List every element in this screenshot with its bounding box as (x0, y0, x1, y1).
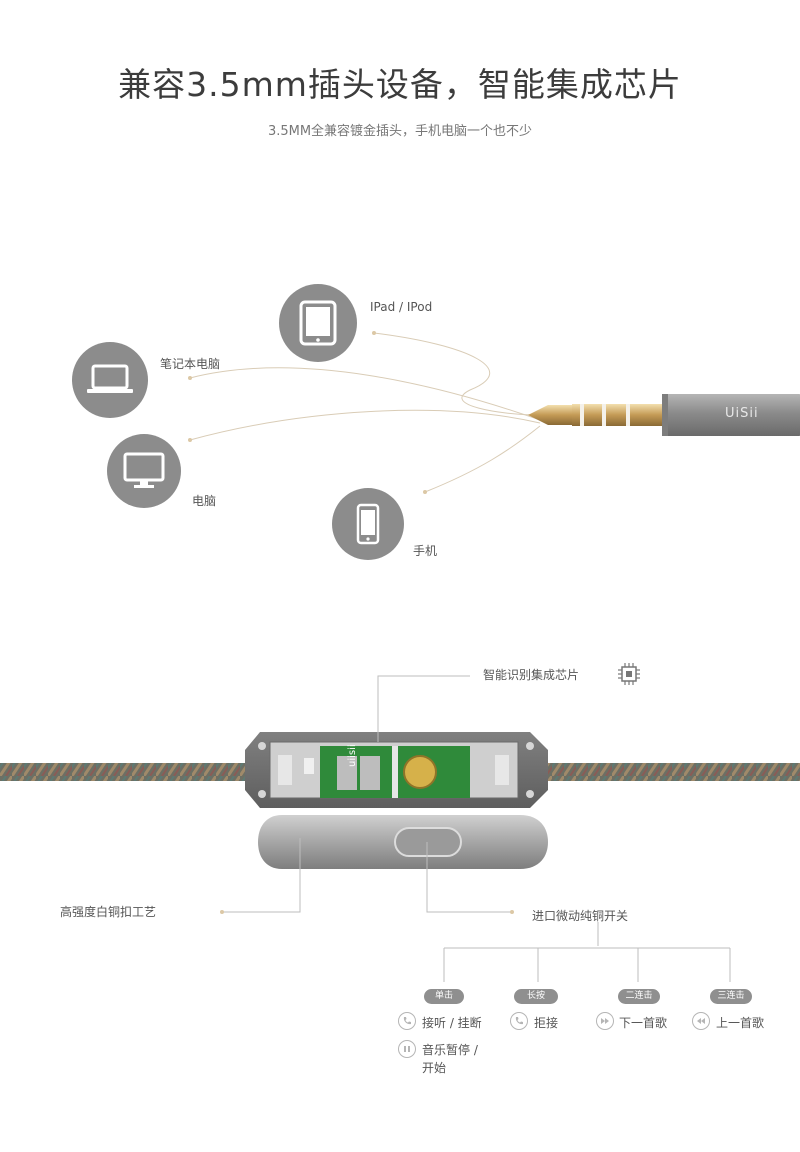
badge-long-press: 长按 (514, 989, 558, 1004)
badge-single-click: 单击 (424, 989, 464, 1004)
audio-jack-plug (528, 394, 800, 436)
tablet-icon (279, 284, 357, 362)
monitor-icon (107, 434, 181, 508)
device-label-ipad: IPad / IPod (370, 300, 433, 314)
remote-control-diagram (0, 675, 800, 946)
craft-callout: 高强度白铜扣工艺 (60, 905, 157, 919)
badge-triple-click: 三连击 (710, 989, 752, 1004)
function-label-prev: 上一首歌 (716, 1016, 765, 1030)
connection-wires (188, 331, 541, 494)
chip-icon (617, 662, 641, 690)
device-label-laptop: 笔记本电脑 (160, 357, 221, 371)
laptop-icon (72, 342, 148, 418)
device-label-desktop: 电脑 (192, 494, 217, 508)
phone-reject-icon (510, 1012, 528, 1030)
phone-icon (332, 488, 404, 560)
device-label-phone: 手机 (413, 544, 438, 558)
function-label-answer: 接听 / 挂断 (422, 1016, 482, 1030)
plug-brand-label: UiSii (725, 406, 759, 421)
phone-answer-icon (398, 1012, 416, 1030)
page-title: 兼容3.5mm插头设备，智能集成芯片 (118, 65, 682, 104)
function-label-pause: 音乐暂停 / (422, 1043, 478, 1057)
next-track-icon (596, 1012, 614, 1030)
page-subtitle: 3.5MM全兼容镀金插头，手机电脑一个也不少 (267, 124, 533, 139)
function-tree-lines (443, 947, 731, 982)
pcb-brand-label: uiisii (347, 744, 358, 767)
pause-icon (398, 1040, 416, 1058)
switch-callout: 进口微动纯铜开关 (532, 909, 629, 923)
chip-callout: 智能识别集成芯片 (483, 668, 580, 682)
function-label-next: 下一首歌 (619, 1016, 668, 1030)
function-label-reject: 拒接 (534, 1016, 559, 1030)
prev-track-icon (692, 1012, 710, 1030)
badge-double-click: 二连击 (618, 989, 660, 1004)
function-label-play: 开始 (422, 1061, 447, 1075)
